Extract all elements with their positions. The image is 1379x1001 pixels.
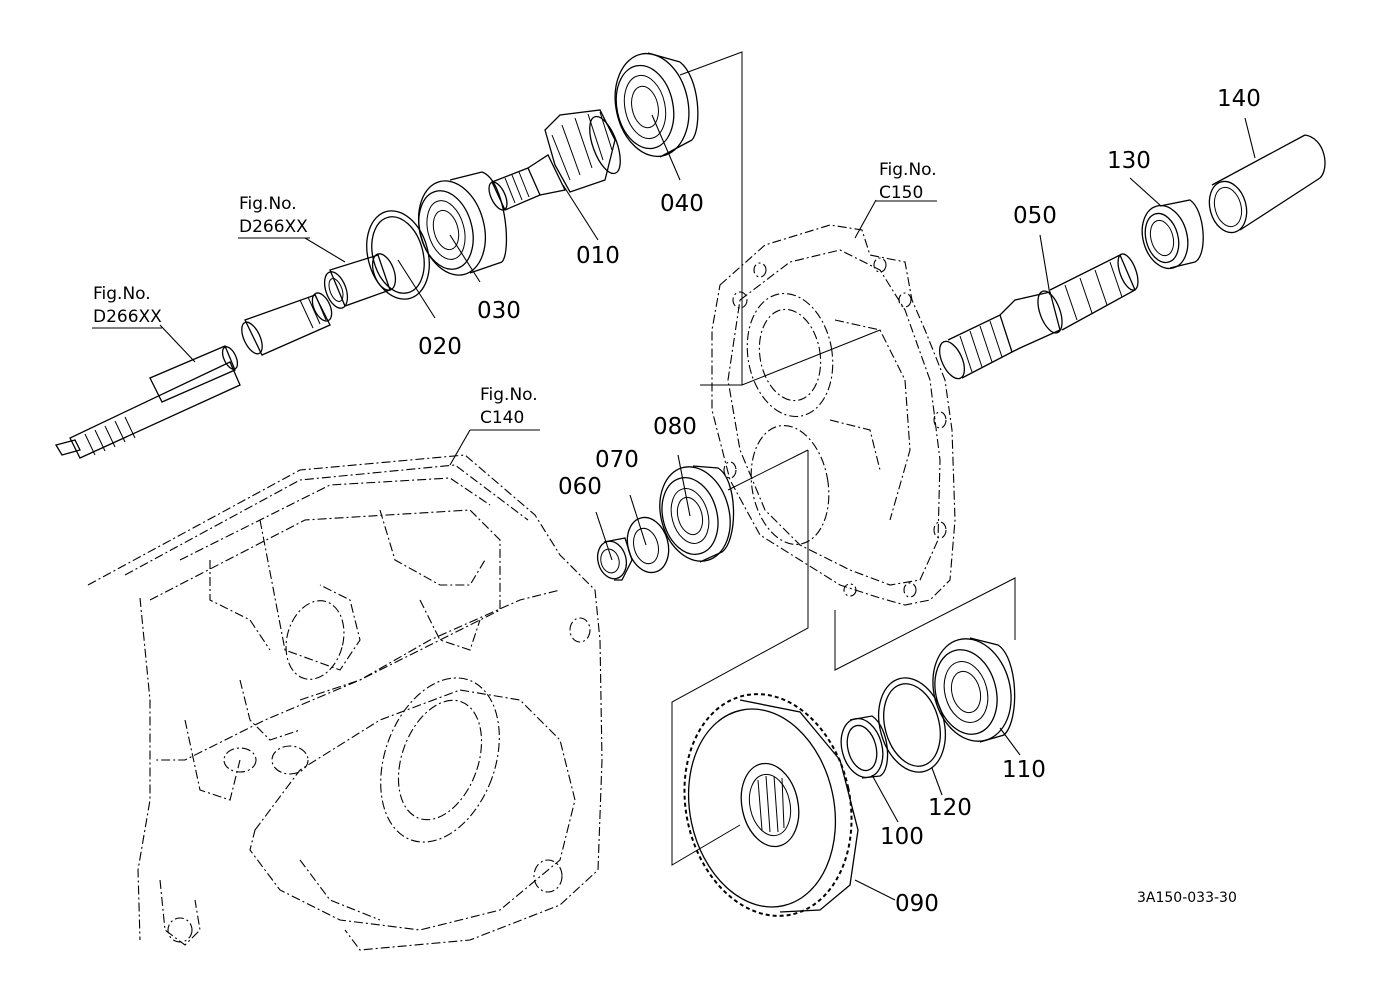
figure-ref-d266xx-lower: Fig.No. D266XX — [92, 284, 162, 329]
part-label-120: 120 — [928, 795, 972, 821]
transmission-case-outline — [87, 454, 603, 951]
figure-ref-d266xx-upper: Fig.No. D266XX — [238, 194, 310, 239]
figure-ref-label: Fig.No. — [93, 284, 151, 304]
collar-070 — [626, 516, 670, 574]
figure-ref-label: Fig.No. — [879, 160, 937, 180]
leader-lines — [159, 114, 1256, 901]
part-label-020: 020 — [418, 334, 462, 360]
output-shaft-050 — [938, 253, 1139, 380]
part-label-080: 080 — [653, 414, 697, 440]
part-labels: 010 020 030 040 050 060 070 080 090 100 … — [418, 86, 1261, 917]
figure-ref-label: Fig.No. — [239, 194, 297, 214]
part-label-030: 030 — [477, 298, 521, 324]
part-label-050: 050 — [1013, 203, 1057, 229]
snap-ring-020 — [366, 210, 430, 300]
coupling-sleeve — [323, 253, 397, 309]
ball-bearing-030 — [418, 171, 508, 276]
ball-bearing-110 — [932, 637, 1016, 743]
figure-ref-code: C140 — [480, 408, 524, 428]
assembly-bracket-110 — [834, 577, 1016, 671]
snap-ring-120 — [878, 677, 946, 773]
part-label-090: 090 — [895, 891, 939, 917]
figure-ref-c150: Fig.No. C150 — [876, 160, 937, 203]
gear-090 — [683, 693, 859, 917]
part-label-070: 070 — [595, 447, 639, 473]
pinion-shaft-010 — [488, 109, 621, 211]
figure-ref-label: Fig.No. — [480, 385, 538, 405]
ball-bearing-040 — [614, 52, 699, 158]
ball-bearing-080 — [659, 465, 735, 563]
figure-ref-code: D266XX — [239, 217, 308, 237]
drawing-code: 3A150-033-30 — [1137, 890, 1237, 906]
part-label-100: 100 — [880, 824, 924, 850]
part-label-060: 060 — [558, 474, 602, 500]
figure-ref-code: D266XX — [93, 307, 162, 327]
front-cover-outline — [711, 224, 956, 606]
part-label-110: 110 — [1002, 757, 1046, 783]
assembly-bracket-090 — [671, 449, 809, 866]
figure-ref-code: C150 — [879, 183, 923, 203]
cap-140 — [1208, 134, 1326, 234]
figure-ref-c140: Fig.No. C140 — [470, 385, 540, 431]
lock-nut-060 — [596, 537, 633, 581]
part-label-010: 010 — [576, 243, 620, 269]
part-label-130: 130 — [1107, 148, 1151, 174]
oil-seal-130 — [1141, 199, 1204, 270]
part-label-040: 040 — [660, 191, 704, 217]
input-shaft — [54, 292, 333, 459]
assembly-bracket-040 — [679, 51, 881, 386]
part-label-140: 140 — [1217, 86, 1261, 112]
